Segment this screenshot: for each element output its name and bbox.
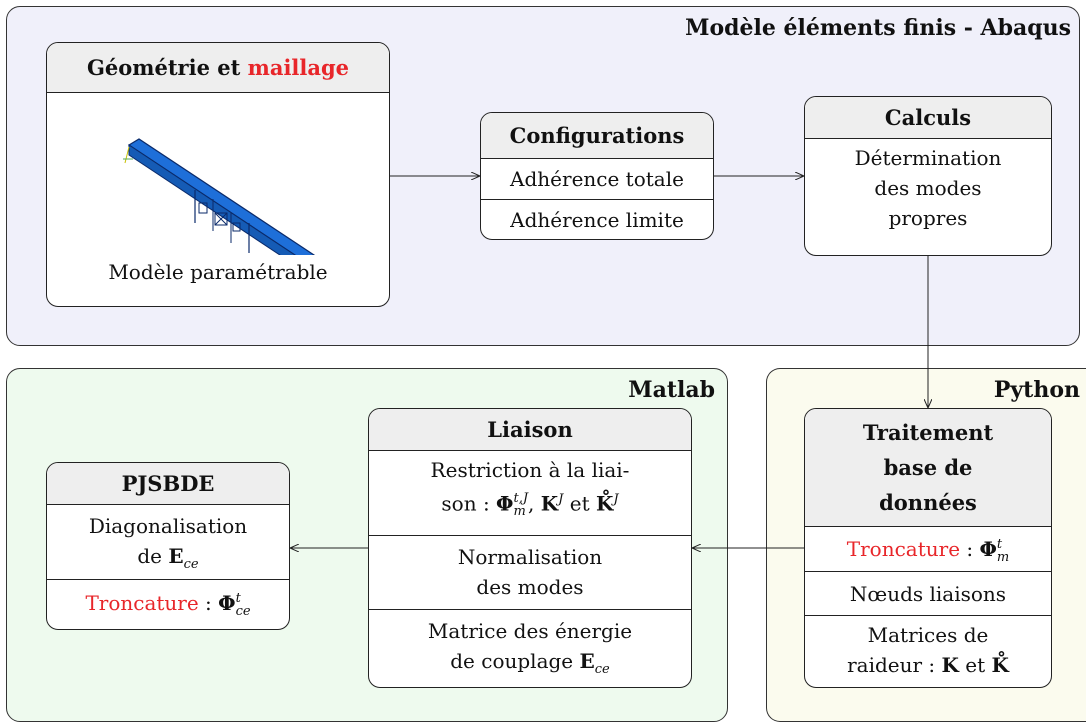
geometrie-title-text: Géométrie et (86, 55, 248, 80)
configurations-title: Configurations (481, 113, 713, 159)
k-ring-symbol: K̊ (595, 491, 614, 516)
k-ring-superscript: J (613, 492, 619, 507)
k-ring-symbol: K̊ (991, 653, 1009, 677)
traitement-noeuds: Nœuds liaisons (805, 571, 1051, 615)
k-superscript: J (558, 492, 564, 507)
traitement-title: Traitement base de données (805, 409, 1051, 527)
phi-subscript: m (996, 549, 1010, 565)
e-symbol: E (579, 649, 595, 673)
calculs-line: des modes (874, 176, 982, 200)
matrices-line: Matrices de (867, 623, 989, 647)
config-adherence-totale: Adhérence totale (510, 167, 684, 191)
phi-superscript: t (996, 536, 1003, 552)
normalisation-line: Normalisation (457, 545, 603, 569)
phi-symbol: Φ (496, 491, 514, 516)
de-text: de (137, 544, 169, 568)
e-subscript: ce (183, 557, 199, 572)
comma-text: , (528, 491, 541, 516)
phi-symbol: Φ (979, 537, 997, 561)
phi-subscript: ce (235, 603, 251, 619)
geometrie-box: Géométrie et maillage Modèle paramétrabl… (46, 42, 390, 307)
pjsbde-title: PJSBDE (47, 463, 289, 505)
phi-subscript: m (513, 504, 526, 520)
configurations-box: Configurations Adhérence totale Adhérenc… (480, 112, 714, 240)
colon-text: : (198, 591, 219, 615)
liaison-matrice: Matrice des énergie de couplage Ece (369, 609, 691, 685)
e-symbol: E (168, 544, 184, 568)
et-text: et (563, 491, 596, 516)
traitement-box: Traitement base de données Troncature : … (804, 408, 1052, 688)
pjsbde-diagonalisation: Diagonalisation de Ece (47, 505, 289, 579)
matlab-region-title: Matlab (628, 377, 715, 403)
diag-line: de Ece (47, 541, 289, 580)
matrice-line: de couplage Ece (369, 646, 691, 685)
geometrie-title: Géométrie et maillage (47, 43, 389, 93)
son-text: son : (441, 491, 497, 516)
phi-superscript: t,J (513, 491, 529, 507)
matrices-line: raideur : K et K̊ (805, 650, 1051, 680)
traitement-title-line: Traitement (862, 420, 994, 445)
e-subscript: ce (594, 662, 610, 677)
raideur-text: raideur : (847, 653, 942, 677)
troncature-label: Troncature (85, 591, 199, 615)
calculs-description: Détermination des modes propres (805, 139, 1051, 233)
python-region-title: Python (993, 377, 1080, 403)
calculs-line: Détermination (854, 146, 1002, 170)
colon-text: : (960, 537, 980, 561)
abaqus-region-title: Modèle éléments finis - Abaqus (685, 15, 1071, 41)
liaison-normalisation: Normalisation des modes (369, 535, 691, 609)
matrice-line: Matrice des énergie (427, 619, 633, 643)
diag-line: Diagonalisation (88, 514, 248, 538)
maillage-text: maillage (247, 55, 350, 80)
traitement-matrices: Matrices de raideur : K et K̊ (805, 615, 1051, 680)
geometrie-caption: Modèle paramétrable (108, 260, 328, 284)
phi-symbol: Φ (218, 591, 236, 615)
couplage-text: de couplage (450, 649, 580, 673)
calculs-title: Calculs (805, 97, 1051, 139)
et-text: et (958, 653, 992, 677)
restriction-line: Restriction à la liai- (430, 458, 630, 482)
calculs-line: propres (888, 206, 968, 230)
beam-mesh-image (123, 138, 316, 255)
traitement-title-line: base de (883, 455, 973, 480)
traitement-title-line: données (879, 490, 977, 515)
liaison-title: Liaison (369, 409, 691, 451)
config-adherence-limite: Adhérence limite (481, 199, 713, 239)
pjsbde-box: PJSBDE Diagonalisation de Ece Troncature… (46, 462, 290, 630)
troncature-label: Troncature (846, 537, 961, 561)
normalisation-line: des modes (476, 575, 584, 599)
k-symbol: K (540, 491, 559, 516)
k-symbol: K (941, 653, 959, 677)
phi-superscript: t (235, 590, 241, 606)
